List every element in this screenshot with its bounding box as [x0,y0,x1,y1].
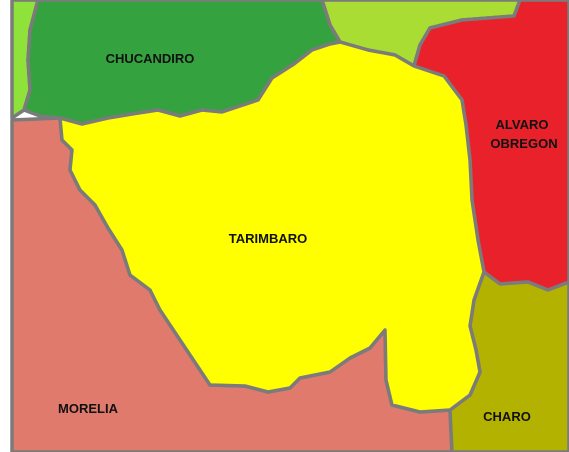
region-tarimbaro[interactable] [58,40,486,414]
label-obregon: OBREGON [490,136,557,151]
label-charo: CHARO [483,409,531,424]
label-chucandiro: CHUCANDIRO [106,51,195,66]
label-alvaro: ALVARO [496,117,549,132]
label-tarimbaro: TARIMBARO [229,231,307,246]
label-morelia: MORELIA [58,401,119,416]
